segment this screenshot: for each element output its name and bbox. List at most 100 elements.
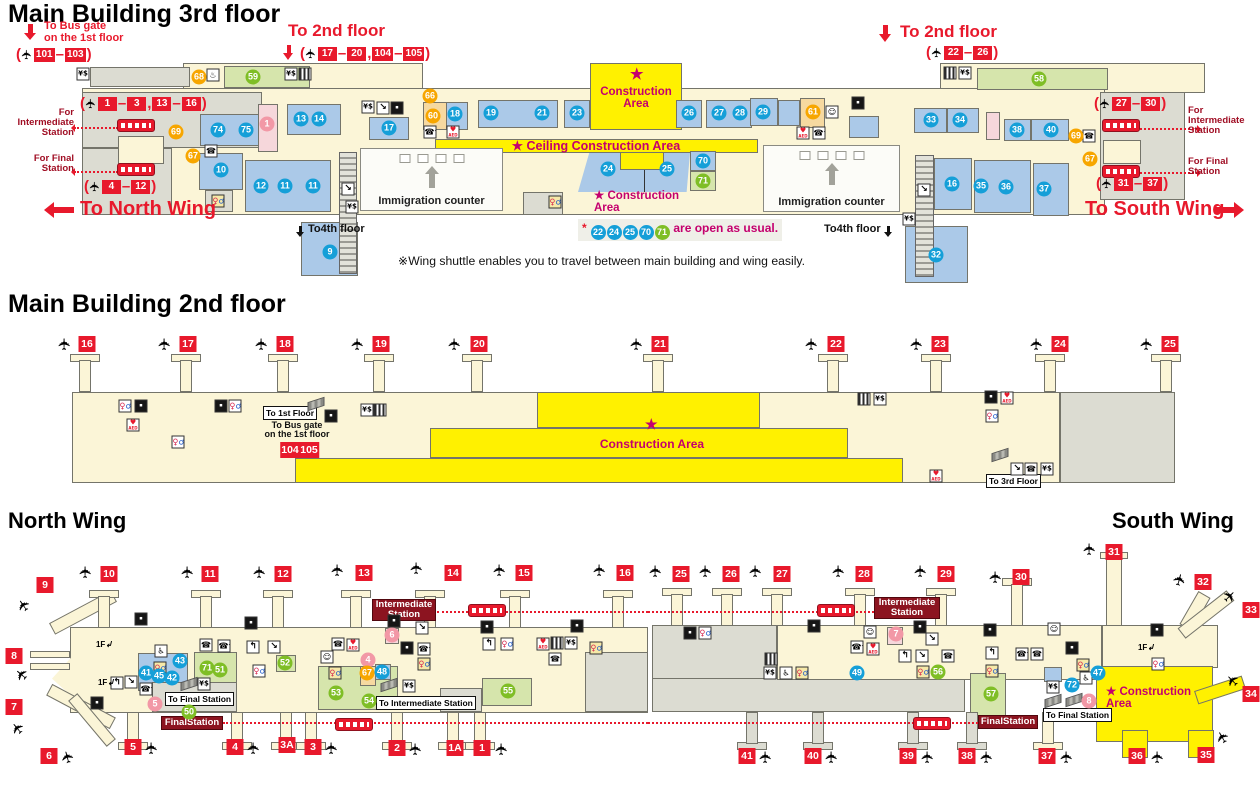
toilet-icon: ♀♂ xyxy=(211,194,225,208)
map-label: To4th floor xyxy=(824,223,881,235)
circle-47: 47 xyxy=(1090,665,1106,681)
plane-icon: ✈ xyxy=(322,741,341,755)
currency-icon: ¥$ xyxy=(763,666,777,680)
gate-badge-6: 6 xyxy=(40,748,58,764)
turn-icon: ↰ xyxy=(898,649,912,663)
circle-60: 60 xyxy=(425,108,441,124)
circle-33: 33 xyxy=(923,112,939,128)
circle-57: 57 xyxy=(983,686,999,702)
plane-icon: ✈ xyxy=(746,564,765,578)
gate-stub xyxy=(79,360,91,392)
circle-23: 23 xyxy=(569,105,585,121)
gate-badge-23: 23 xyxy=(931,336,949,352)
circle-11: 11 xyxy=(277,178,293,194)
gate-badge-30: 30 xyxy=(1141,96,1161,111)
currency-icon: ¥$ xyxy=(1046,680,1060,694)
plane-icon: ✈ xyxy=(19,49,35,60)
map-label: on the 1st floor xyxy=(44,32,124,44)
toilet-icon: ♀♂ xyxy=(916,665,930,679)
circle-28: 28 xyxy=(732,105,748,121)
yellow-zone xyxy=(435,139,758,153)
circle-34: 34 xyxy=(952,112,968,128)
escalator-icon: ↘ xyxy=(376,101,390,115)
baby-icon: ☺ xyxy=(320,650,334,664)
circle-71: 71 xyxy=(654,225,670,240)
baby-icon: ☺ xyxy=(863,625,877,639)
currency-icon: ¥$ xyxy=(902,212,916,226)
plane-icon: ✈ xyxy=(1097,98,1113,109)
map-label: To North Wing xyxy=(80,198,217,220)
plane-icon: ✈ xyxy=(406,742,425,756)
toilet-icon: ♀♂ xyxy=(228,399,242,413)
circle-42: 42 xyxy=(164,670,180,686)
aed-icon: ♥AED xyxy=(866,642,880,656)
gate-stub xyxy=(1160,360,1172,392)
currency-icon: ¥$ xyxy=(1040,462,1054,476)
immigration-counter: Immigration counter xyxy=(763,145,900,212)
circle-29: 29 xyxy=(755,104,771,120)
shop-icon: ▪ xyxy=(480,620,494,634)
shop-icon: ▪ xyxy=(214,399,228,413)
boxed-label: To Final Station xyxy=(1043,708,1113,722)
currency-icon: ¥$ xyxy=(345,200,359,214)
toilet-icon: ♀♂ xyxy=(548,195,562,209)
circle-45: 45 xyxy=(151,668,167,684)
gate-badge-16: 16 xyxy=(616,565,634,581)
aed-icon: ♥AED xyxy=(929,469,943,483)
plane-icon: ✈ xyxy=(929,47,945,58)
shuttle-dotted-line xyxy=(1140,169,1201,177)
currency-icon: ¥$ xyxy=(402,679,416,693)
plane-icon: ✈ xyxy=(977,750,996,764)
currency-icon: ¥$ xyxy=(360,403,374,417)
gate-badge-3A: 3A xyxy=(278,737,296,753)
circle-67: 67 xyxy=(1082,151,1098,167)
shop-icon: ▪ xyxy=(1150,623,1164,637)
circle-37: 37 xyxy=(1036,181,1052,197)
gate-badge-24: 24 xyxy=(1051,336,1069,352)
circle-19: 19 xyxy=(483,105,499,121)
toilet-icon: ♀♂ xyxy=(118,399,132,413)
shuttle-dotted-line xyxy=(437,611,648,613)
circle-25: 25 xyxy=(659,161,675,177)
gate-stub xyxy=(966,712,978,744)
circle-40: 40 xyxy=(1043,122,1059,138)
gray-zone xyxy=(1060,392,1175,483)
aed-icon: ♥AED xyxy=(346,638,360,652)
plane-icon: ✈ xyxy=(250,565,269,579)
circle-35: 35 xyxy=(973,178,989,194)
yellow-zone xyxy=(1096,666,1213,742)
gate-badge-18: 18 xyxy=(276,336,294,352)
gate-badge-34: 34 xyxy=(1242,686,1260,702)
circle-74: 74 xyxy=(210,122,226,138)
arrow-d-icon xyxy=(283,45,294,60)
gate-badge-105: 105 xyxy=(299,442,319,458)
shop-icon: ▪ xyxy=(400,641,414,655)
gate-badge-1: 1 xyxy=(473,740,491,756)
circle-71: 71 xyxy=(199,660,215,676)
gate-stub xyxy=(180,360,192,392)
map-label: ★ Ceiling Construction Area xyxy=(511,139,681,153)
gate-badge-17: 17 xyxy=(179,336,197,352)
gate-badge-5: 5 xyxy=(124,739,142,755)
gate-badge-25: 25 xyxy=(672,566,690,582)
circle-4: 4 xyxy=(360,652,376,668)
plane-icon: ✈ xyxy=(802,337,821,351)
map-label: To Bus gate xyxy=(271,420,323,430)
escalator-icon: ↘ xyxy=(917,183,931,197)
circle-14: 14 xyxy=(311,111,327,127)
aed-icon: ♥AED xyxy=(536,637,550,651)
care-icon: ♿ xyxy=(779,666,793,680)
plane-icon: ✈ xyxy=(822,750,841,764)
map-label: ★ xyxy=(630,66,644,83)
gate-badge-14: 14 xyxy=(444,565,462,581)
blue-zone xyxy=(849,116,879,138)
gate-badge-28: 28 xyxy=(855,566,873,582)
boxed-label: To 3rd Floor xyxy=(986,474,1041,488)
pink-zone xyxy=(986,112,1000,140)
immigration-counter-label: Immigration counter xyxy=(378,195,485,207)
gray-zone xyxy=(90,67,190,87)
gate-stub xyxy=(1011,584,1023,626)
aed-icon: ♥AED xyxy=(126,418,140,432)
